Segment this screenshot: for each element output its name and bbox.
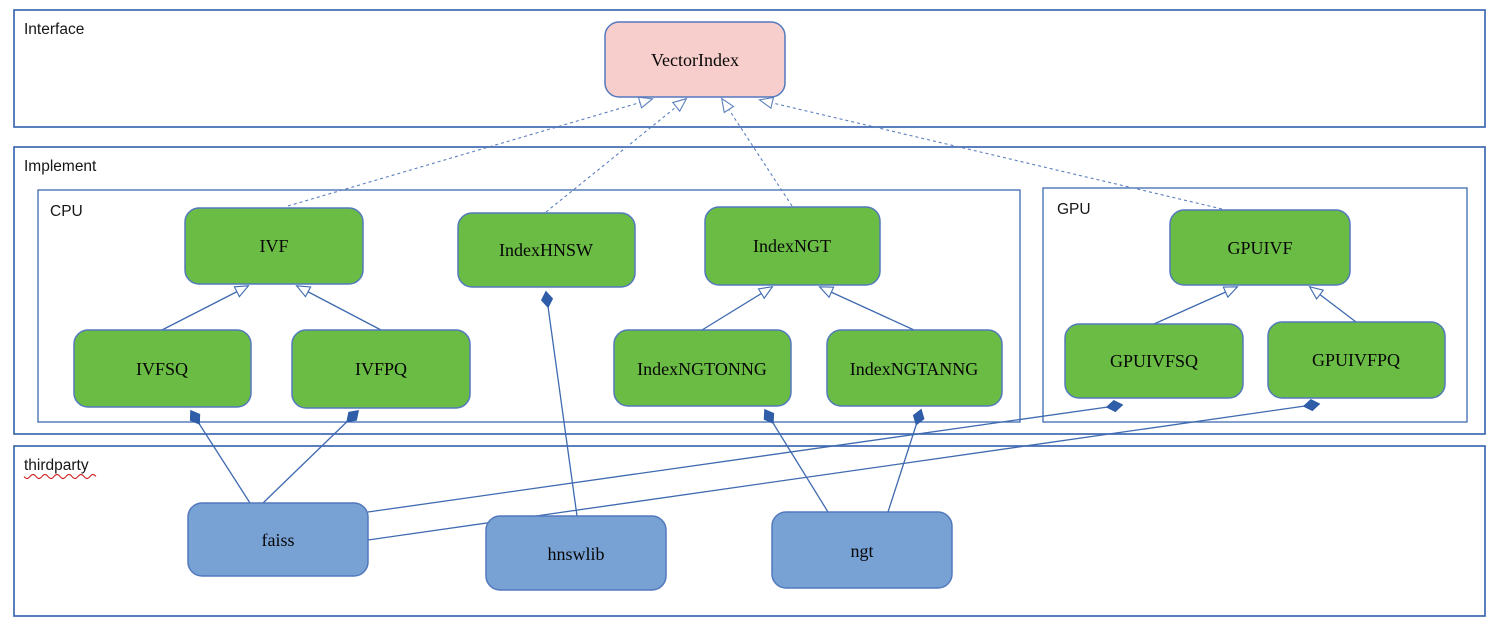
edge-inheritance-indexngtonng-indexngt — [701, 285, 774, 331]
node-indexhnsw-box — [457, 212, 636, 288]
edge-composition-faiss-gpuivfsq — [367, 400, 1124, 513]
node-gpuivf-label: GPUIVF — [1227, 238, 1292, 258]
node-vectorindex-box — [604, 21, 786, 98]
node-indexngtanng: IndexNGTANNG — [826, 329, 1003, 407]
edge-composition-ngt-indexngtanng — [887, 408, 925, 513]
edge-inheritance-ivfsq-ivf — [161, 285, 250, 331]
node-faiss: faiss — [187, 502, 369, 577]
node-indexngtonng: IndexNGTONNG — [613, 329, 792, 407]
node-indexngtonng-label: IndexNGTONNG — [637, 359, 767, 379]
node-ivfpq-box — [291, 329, 471, 409]
node-faiss-box — [187, 502, 369, 577]
node-indexngt-box — [704, 206, 881, 286]
edge-inheritance-ivfpq-ivf — [295, 285, 382, 331]
thirdparty-container-label: thirdparty — [24, 457, 89, 474]
node-gpuivfsq: GPUIVFSQ — [1064, 323, 1244, 399]
node-ivfsq-box — [73, 329, 252, 408]
node-ivf: IVF — [184, 207, 364, 285]
node-indexhnsw-label: IndexHNSW — [499, 240, 593, 260]
node-indexngtanng-box — [826, 329, 1003, 407]
node-indexngtonng-box — [613, 329, 792, 407]
gpu-container-label: GPU — [1057, 201, 1091, 218]
node-hnswlib: hnswlib — [485, 515, 667, 591]
node-ivfpq-label: IVFPQ — [355, 359, 407, 379]
edge-inheritance-indexngtanng-indexngt — [818, 286, 915, 331]
node-indexngt: IndexNGT — [704, 206, 881, 286]
node-gpuivfpq: GPUIVFPQ — [1267, 321, 1446, 399]
node-gpuivfsq-box — [1064, 323, 1244, 399]
node-gpuivf: GPUIVF — [1169, 209, 1351, 286]
node-ngt-label: ngt — [850, 541, 873, 561]
edge-composition-ngt-indexngtonng — [763, 408, 829, 513]
implement-container-label: Implement — [24, 158, 97, 175]
node-vectorindex: VectorIndex — [604, 21, 786, 98]
node-ivf-box — [184, 207, 364, 285]
node-gpuivf-box — [1169, 209, 1351, 286]
node-faiss-label: faiss — [262, 530, 295, 550]
cpu-container-label: CPU — [50, 203, 83, 220]
node-hnswlib-box — [485, 515, 667, 591]
edge-inheritance-gpuivfsq-gpuivf — [1153, 286, 1239, 325]
node-ngt-box — [771, 511, 953, 589]
node-indexngt-label: IndexNGT — [753, 236, 831, 256]
node-gpuivfsq-label: GPUIVFSQ — [1110, 351, 1198, 371]
node-indexngtanng-label: IndexNGTANNG — [850, 359, 979, 379]
node-ivfsq: IVFSQ — [73, 329, 252, 408]
node-hnswlib-label: hnswlib — [547, 544, 604, 564]
node-gpuivfpq-box — [1267, 321, 1446, 399]
spellcheck-squiggle — [23, 474, 97, 479]
node-ivfsq-label: IVFSQ — [136, 359, 188, 379]
interface-container-label: Interface — [24, 21, 84, 38]
edge-realization-gpuivf-vectorindex — [758, 96, 1223, 210]
node-ivf-label: IVF — [259, 236, 288, 256]
node-vectorindex-label: VectorIndex — [651, 50, 739, 70]
node-indexhnsw: IndexHNSW — [457, 212, 636, 288]
edge-composition-faiss-ivfsq — [189, 409, 251, 504]
node-gpuivfpq-label: GPUIVFPQ — [1312, 350, 1400, 370]
node-ngt: ngt — [771, 511, 953, 589]
node-ivfpq: IVFPQ — [291, 329, 471, 409]
edge-inheritance-gpuivfpq-gpuivf — [1308, 285, 1357, 323]
edge-composition-faiss-ivfpq — [262, 410, 359, 504]
edge-composition-hnswlib-indexhnsw — [540, 290, 578, 517]
